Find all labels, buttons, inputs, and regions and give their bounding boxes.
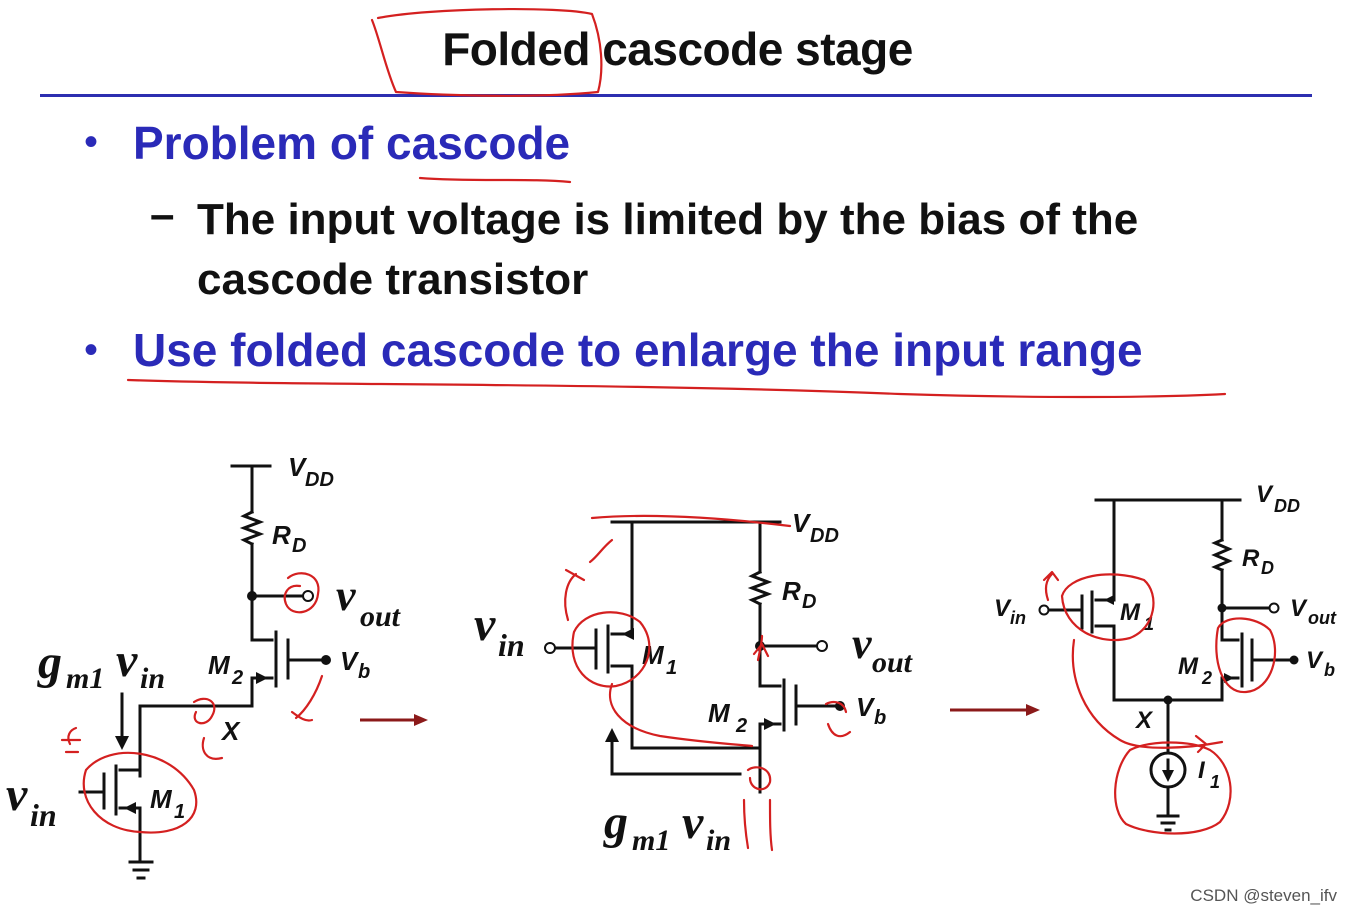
label-vb-3-sub: b: [1324, 660, 1335, 680]
title-annotation-scribble: [370, 7, 603, 97]
label-m2-1-sub: 2: [231, 667, 243, 689]
label-gm-1: g: [37, 636, 62, 689]
label-rd-2: R: [782, 576, 801, 606]
label-vin-1: v: [6, 768, 28, 821]
label-m2-1: M: [208, 650, 231, 680]
label-rd-1: R: [272, 520, 291, 550]
label-vb-1-sub: b: [358, 661, 370, 683]
bullet-marker: •: [84, 120, 99, 164]
label-m1-2-sub: 1: [666, 657, 677, 679]
circuit-folded-cascode-1: V DD R D v out V b M 2 M 1 v in g m1 v i…: [474, 508, 914, 857]
label-vdd-2: V: [792, 508, 812, 538]
label-vout-2: v: [852, 619, 872, 668]
label-x-3: X: [1134, 707, 1154, 734]
label-vdd-3: V: [1256, 481, 1274, 508]
underline-bullet-2: [126, 378, 1227, 399]
label-rd-2-sub: D: [802, 591, 816, 613]
bullet-problem-of-cascode: Problem of cascode: [133, 117, 571, 169]
label-x-1: X: [220, 716, 241, 746]
label-vdd-1-sub: DD: [305, 469, 334, 491]
bullet-marker: •: [84, 328, 99, 372]
label-m2-3: M: [1178, 653, 1199, 680]
label-vout-3-sub: out: [1308, 608, 1337, 628]
label-vdd-2-sub: DD: [810, 525, 839, 547]
circuit-cascode: V DD R D v out V b M 2 X g m1 v in v in …: [6, 452, 402, 880]
label-gm-vin-2: v: [682, 796, 704, 849]
label-vb-1: V: [340, 646, 360, 676]
bullet-use-folded-cascode: Use folded cascode to enlarge the input …: [133, 324, 1143, 376]
title-rule: [40, 94, 1312, 97]
label-vin-2-sub: in: [498, 627, 525, 663]
transition-arrow-1: [360, 714, 428, 726]
label-m1-3-sub: 1: [1144, 614, 1154, 634]
label-rd-3: R: [1242, 545, 1260, 572]
label-vb-2-sub: b: [874, 707, 886, 729]
label-m2-2: M: [708, 698, 731, 728]
resistor-rd-1: [239, 509, 265, 547]
underline-cascode: [418, 176, 572, 184]
label-vout-1: v: [336, 571, 356, 620]
label-vin-3: V: [994, 595, 1012, 622]
watermark: CSDN @steven_ifv: [1190, 886, 1337, 905]
label-rd-3-sub: D: [1261, 558, 1274, 578]
slide-title: Folded cascode stage: [442, 23, 913, 75]
label-gm-2-sub: m1: [632, 824, 670, 857]
label-vout-2-sub: out: [872, 646, 914, 679]
label-vb-3: V: [1306, 647, 1324, 674]
label-gm-1-sub: m1: [66, 662, 104, 695]
label-m1-2: M: [642, 640, 665, 670]
label-gm-vin-2-sub: in: [706, 824, 731, 857]
label-vin-3-sub: in: [1010, 608, 1026, 628]
sub-bullet-dash: –: [150, 190, 175, 239]
label-gm-vin-1: v: [116, 634, 138, 687]
label-vdd-1: V: [288, 452, 308, 482]
label-vdd-3-sub: DD: [1274, 496, 1300, 516]
label-i1-sub: 1: [1210, 772, 1220, 792]
label-m2-3-sub: 2: [1201, 668, 1212, 688]
sub-bullet-line-2: cascode transistor: [197, 255, 589, 304]
label-i1: I: [1198, 757, 1206, 784]
label-vout-3: V: [1290, 595, 1308, 622]
label-vout-1-sub: out: [360, 600, 402, 633]
label-m1-1: M: [150, 784, 173, 814]
label-gm-2: g: [603, 796, 628, 849]
label-m1-3: M: [1120, 599, 1141, 626]
label-vb-2: V: [856, 692, 876, 722]
label-gm-vin-1-sub: in: [140, 662, 165, 695]
label-vin-2: v: [474, 598, 496, 651]
label-m2-2-sub: 2: [735, 715, 747, 737]
label-m1-1-sub: 1: [174, 801, 185, 823]
transition-arrow-2: [950, 704, 1040, 716]
label-vin-1-sub: in: [30, 797, 57, 833]
sub-bullet-input-voltage: The input voltage is limited by the bias…: [197, 190, 1277, 310]
sub-bullet-line-1: The input voltage is limited by the bias…: [197, 195, 1139, 244]
circuit-folded-cascode-2: V DD R D V out V b V in M 1 M 2 X I 1: [994, 481, 1337, 835]
label-rd-1-sub: D: [292, 535, 306, 557]
